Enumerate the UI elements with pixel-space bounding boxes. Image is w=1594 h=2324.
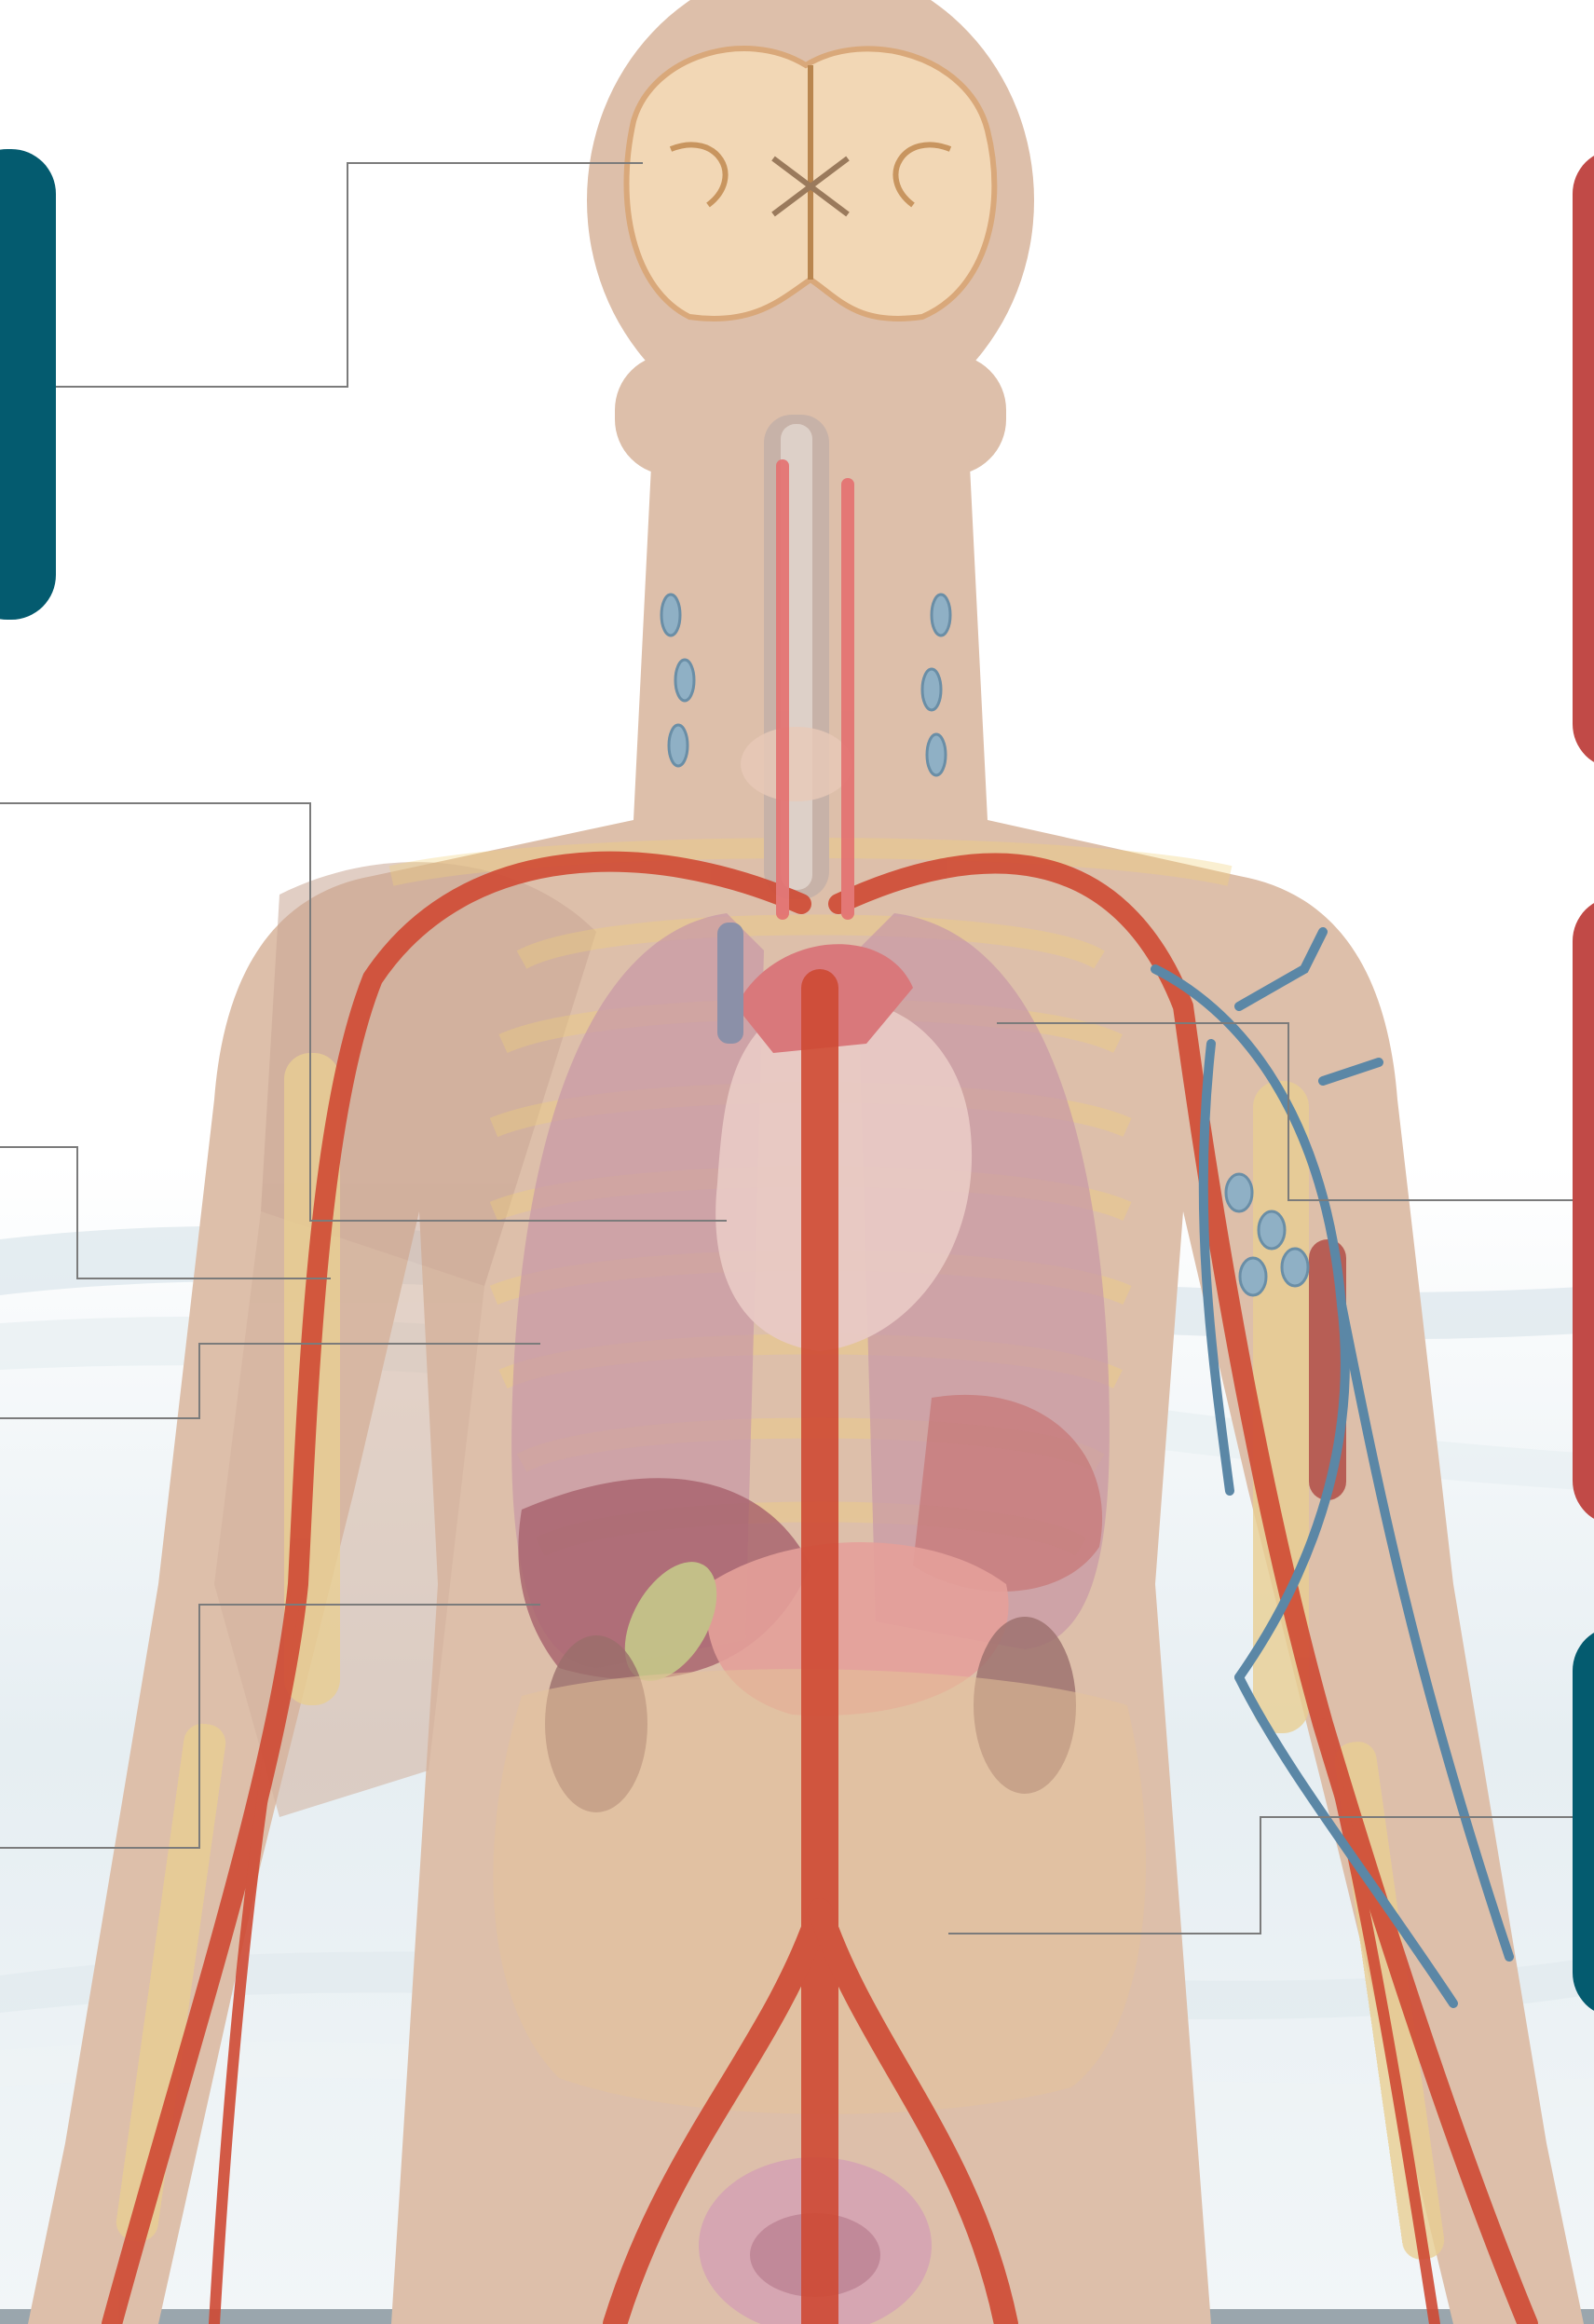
right-middle-label-box (1573, 896, 1594, 1525)
brain-label-box (0, 149, 56, 620)
right-top-label-box (1573, 149, 1594, 769)
leader-lung (0, 1344, 540, 1418)
leader-liver (0, 1605, 540, 1848)
leader-lymph (997, 1023, 1594, 1200)
leader-muscle (0, 803, 727, 1221)
right-bottom-label-box (1573, 1626, 1594, 2017)
leader-brain (56, 163, 643, 387)
leader-intestine (948, 1817, 1594, 1934)
leader-arm (0, 1147, 331, 1278)
